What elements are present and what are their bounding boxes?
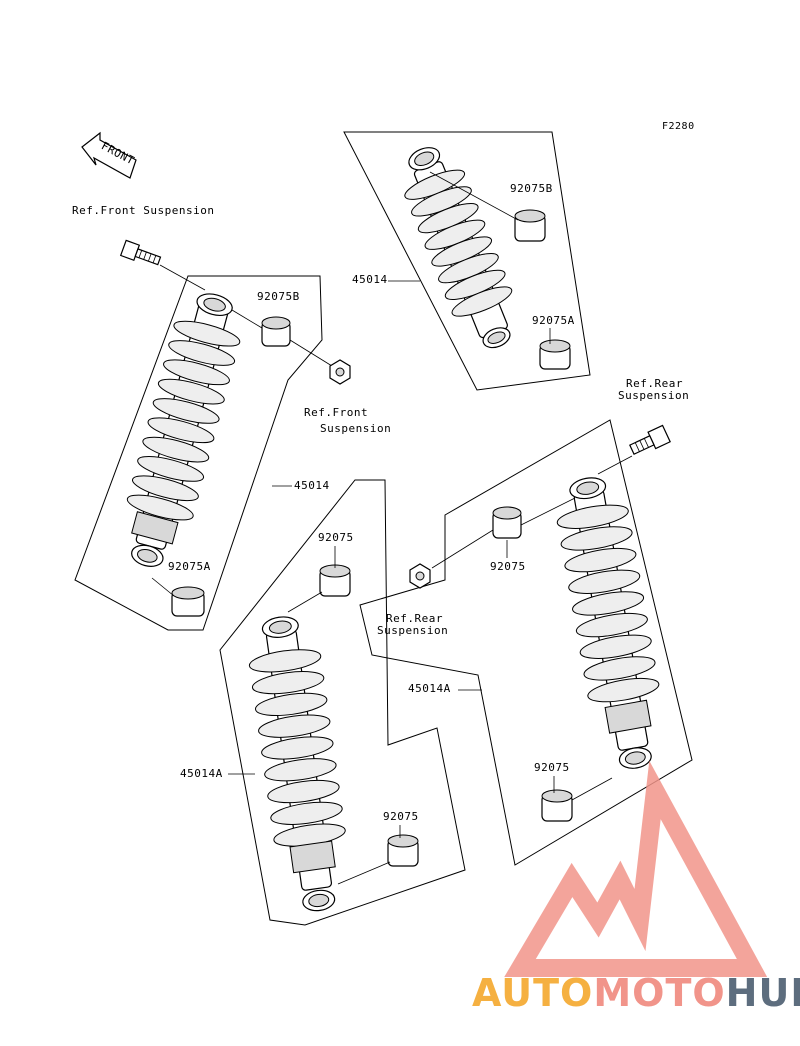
bolt-front-top xyxy=(119,239,162,266)
frame-center-shock xyxy=(219,479,466,926)
ref-rear-suspension-top-line2: Suspension xyxy=(618,389,689,402)
ref-front-suspension-nut-line2: Suspension xyxy=(320,422,391,435)
part-number-92075b-top: 92075B xyxy=(510,182,553,195)
shock-absorber-right xyxy=(556,477,660,769)
watermark-part1: AUTO xyxy=(472,971,593,1015)
part-number-45014-left: 45014 xyxy=(294,479,330,492)
part-number-92075b-left: 92075B xyxy=(257,290,300,303)
bushing-92075-right-lower xyxy=(541,789,573,822)
shock-absorber-left xyxy=(126,293,241,567)
shock-absorber-center xyxy=(248,616,346,912)
part-number-92075a-top: 92075A xyxy=(532,314,575,327)
watermark-triangle-icon xyxy=(504,760,768,977)
part-number-45014a-right: 45014A xyxy=(408,682,451,695)
bushing-92075b-left xyxy=(261,316,291,347)
part-number-92075a-left: 92075A xyxy=(168,560,211,573)
watermark-part3: HUB xyxy=(726,971,800,1015)
ref-rear-suspension-top-line1: Ref.Rear xyxy=(626,377,683,390)
bushing-92075a-top xyxy=(539,339,571,370)
part-number-92075-center-lower: 92075 xyxy=(383,810,419,823)
ref-rear-suspension-mid-line2: Suspension xyxy=(377,624,448,637)
ref-front-suspension-nut-line1: Ref.Front xyxy=(304,406,368,419)
part-number-45014-top: 45014 xyxy=(352,273,388,286)
bushing-92075a-left xyxy=(171,586,205,617)
front-arrow-icon: FRONT xyxy=(81,131,137,179)
part-number-92075-center-upper: 92075 xyxy=(318,531,354,544)
bushing-92075-right-upper xyxy=(492,506,522,539)
shock-absorber-top xyxy=(404,147,513,349)
watermark-text: AUTOMOTOHUB xyxy=(472,971,800,1015)
part-number-92075-right-upper: 92075 xyxy=(490,560,526,573)
bushing-92075b-top xyxy=(514,209,546,242)
part-number-45014a-center: 45014A xyxy=(180,767,223,780)
figure-code: F2280 xyxy=(662,121,695,132)
part-number-92075-right-lower: 92075 xyxy=(534,761,570,774)
frame-left-shock xyxy=(74,275,323,631)
bushing-92075-center-upper xyxy=(319,564,351,597)
watermark-part2: MOTO xyxy=(593,971,725,1015)
frame-top-shock xyxy=(343,131,591,391)
watermark-logo xyxy=(504,760,768,977)
ref-front-suspension-top: Ref.Front Suspension xyxy=(72,204,214,217)
ref-rear-suspension-mid-line1: Ref.Rear xyxy=(386,612,443,625)
nut-rear xyxy=(409,563,431,589)
nut-front xyxy=(329,359,351,385)
bolt-rear-top xyxy=(629,424,671,455)
frame-right-shock xyxy=(359,419,693,866)
bushing-92075-center-lower xyxy=(387,834,419,867)
